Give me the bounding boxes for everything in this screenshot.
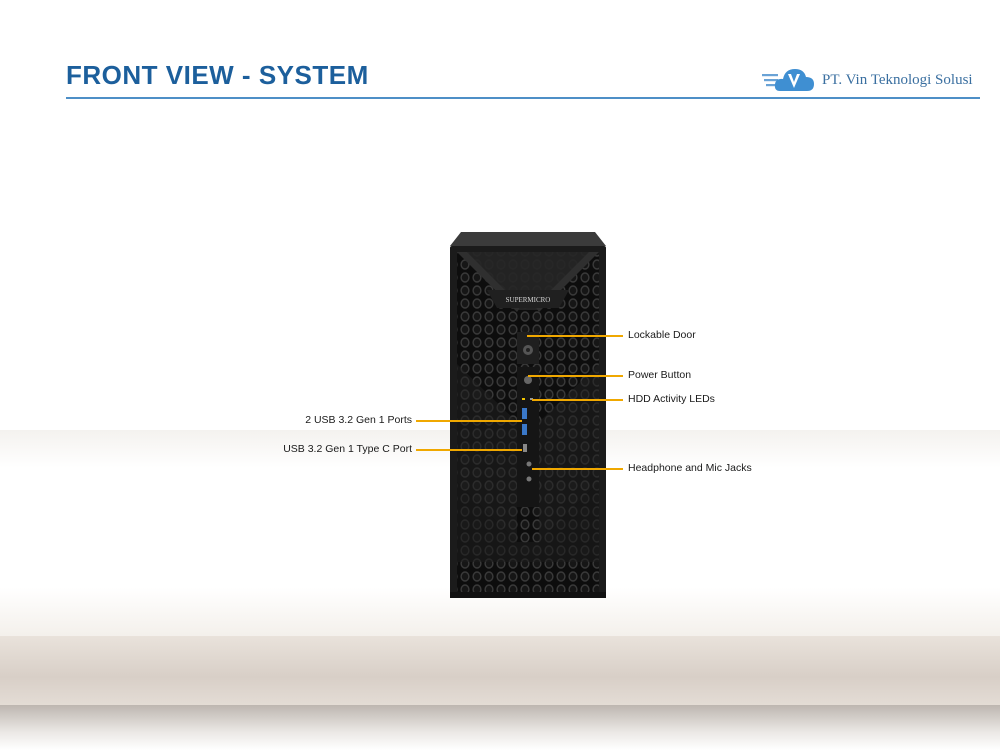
page-title: FRONT VIEW - SYSTEM (66, 60, 369, 90)
chassis-brand: SUPERMICRO (506, 296, 551, 304)
lockable-door-pointer (527, 335, 623, 337)
company-logo: PT. Vin Teknologi Solusi (762, 63, 992, 97)
cloud-v-logo-icon (762, 69, 814, 91)
hdd-leds-label: HDD Activity LEDs (628, 393, 715, 405)
shelf-shadow (0, 705, 1000, 750)
power-button-pointer (528, 375, 623, 377)
audio-jacks-pointer (532, 468, 623, 470)
lockable-door-label: Lockable Door (628, 329, 696, 341)
hdd-leds-pointer (532, 399, 623, 401)
usb-ports-label: 2 USB 3.2 Gen 1 Ports (305, 414, 412, 426)
title-underline (66, 97, 980, 99)
company-name: PT. Vin Teknologi Solusi (822, 71, 973, 88)
usb-ports-pointer (416, 420, 522, 422)
usb-c-port-pointer (416, 449, 522, 451)
display-shelf (0, 636, 1000, 711)
usb-c-port-label: USB 3.2 Gen 1 Type C Port (283, 443, 412, 455)
audio-jacks-label: Headphone and Mic Jacks (628, 462, 752, 474)
server-tower-image: SUPERMICRO (450, 232, 606, 598)
power-button-label: Power Button (628, 369, 692, 381)
